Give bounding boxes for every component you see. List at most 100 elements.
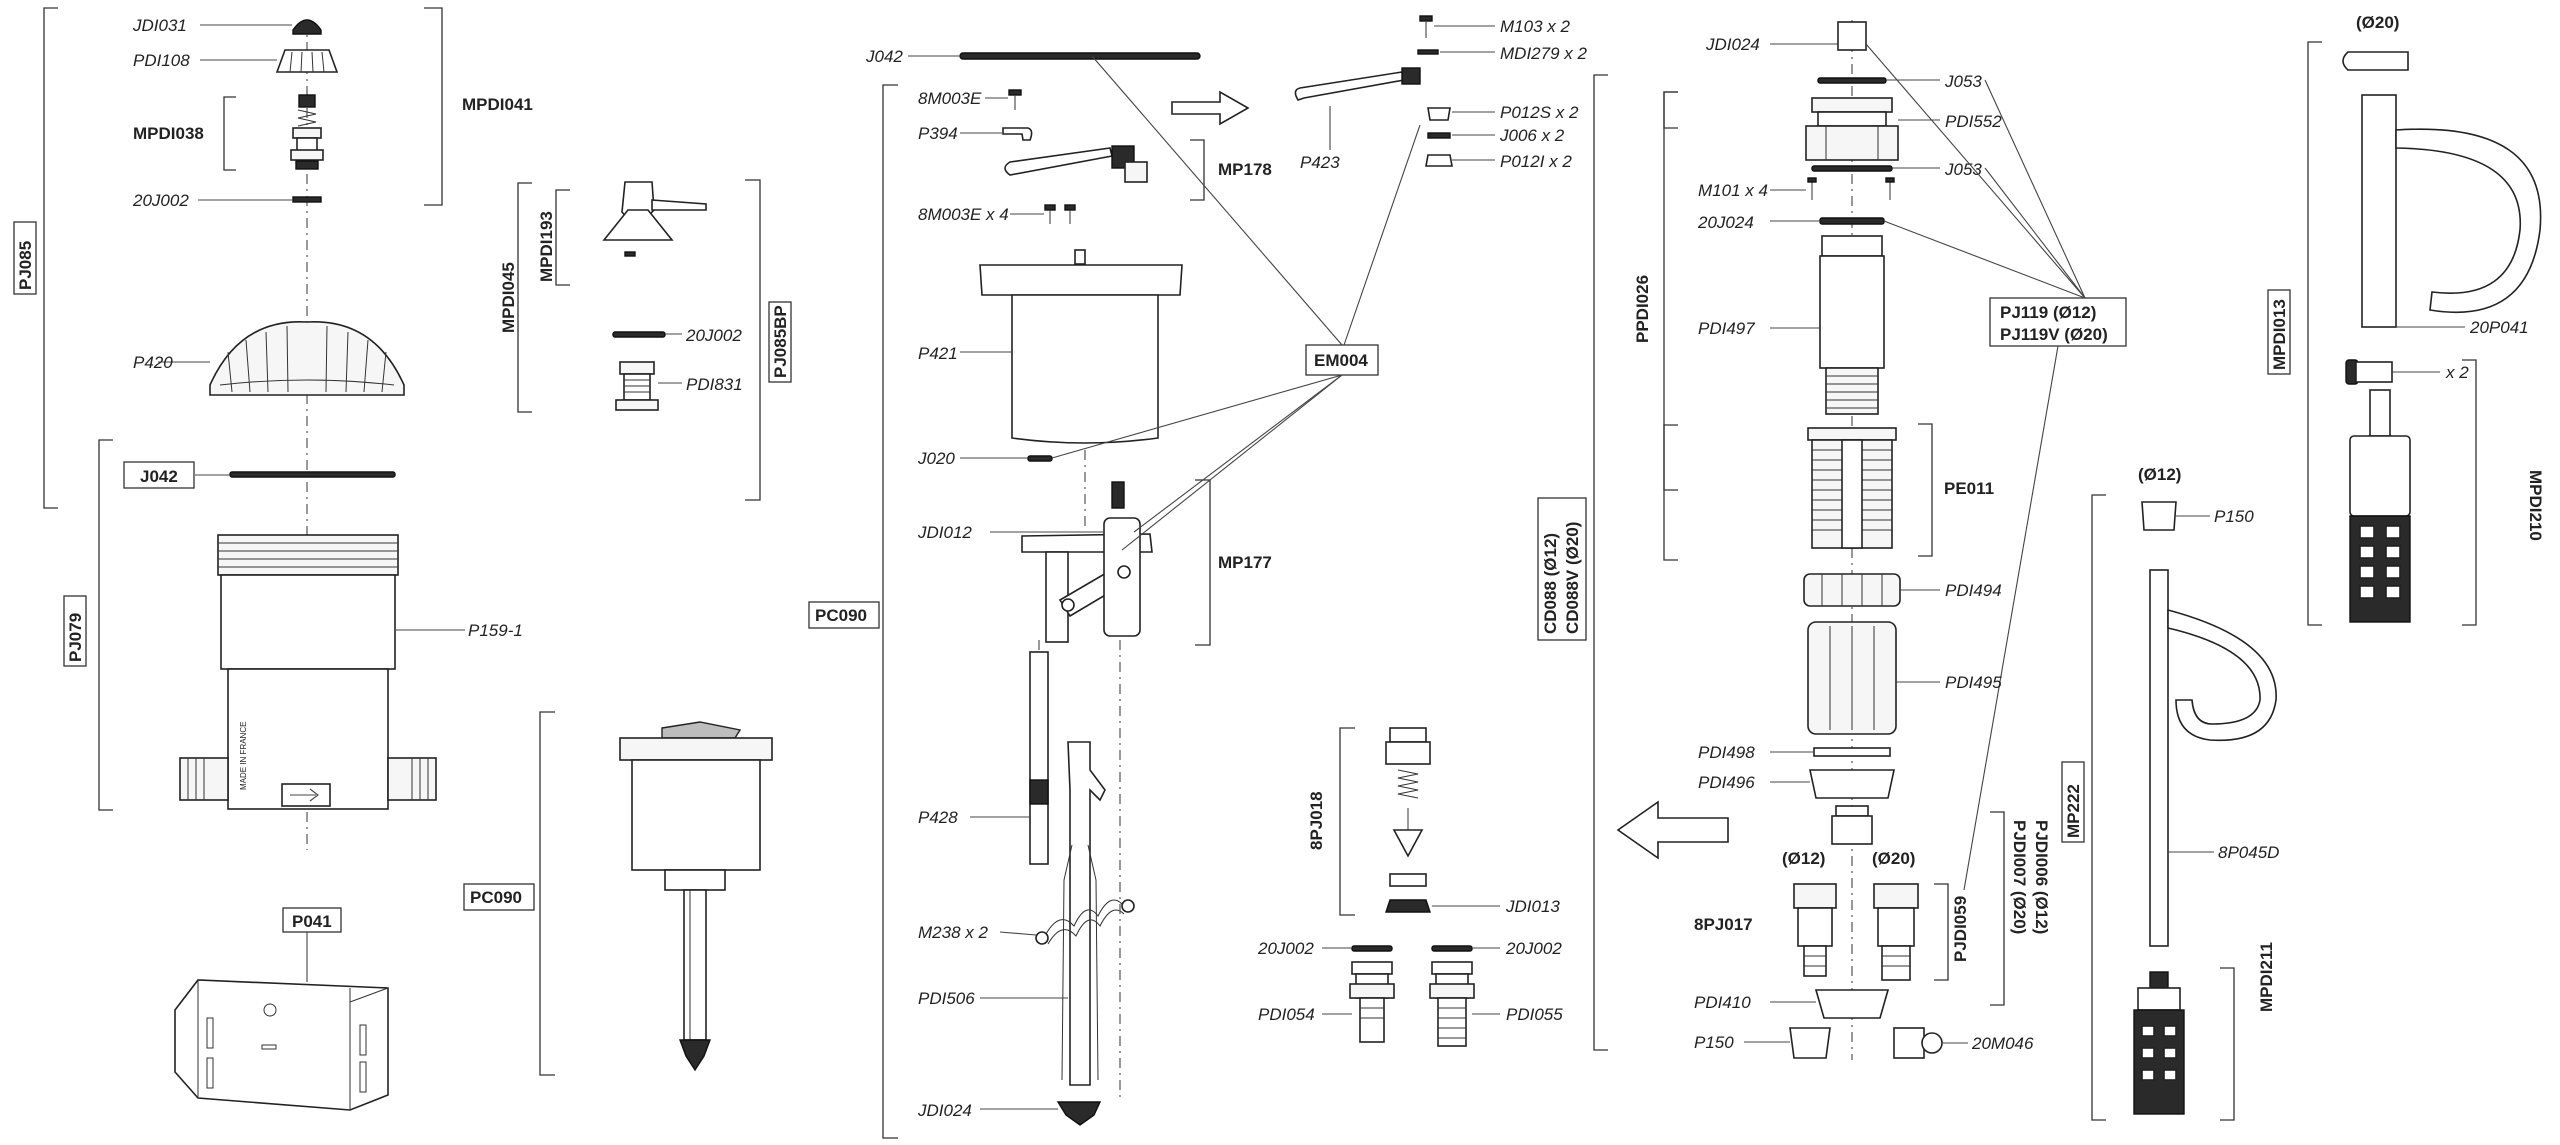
label-jdi012: JDI012 <box>917 523 972 542</box>
pc090-chamber <box>631 759 761 871</box>
label-p420: P420 <box>133 353 173 372</box>
part-jdi024 <box>1837 21 1867 51</box>
label-pdi494: PDI494 <box>1945 581 2002 600</box>
hose-mpdi013 <box>2361 94 2397 328</box>
spring-m238 <box>1045 899 1123 935</box>
connector-pdi054 <box>1359 997 1385 1043</box>
label-8m003e-x4: 8M003E x 4 <box>918 205 1009 224</box>
label-8m003e: 8M003E <box>918 89 982 108</box>
label-j053-b: J053 <box>1944 160 1982 179</box>
label-j020: J020 <box>917 449 955 468</box>
label-pdi108: PDI108 <box>133 51 190 70</box>
label-p428: P428 <box>918 808 958 827</box>
tube-8p045d <box>2149 569 2169 947</box>
label-pjdi059: PJDI059 <box>1951 896 1970 962</box>
label-jdi024-b: JDI024 <box>917 1101 972 1120</box>
pc090-top <box>661 721 742 739</box>
filter-pe011 <box>1807 427 1897 441</box>
bracket-p041 <box>174 979 389 1111</box>
oring-20j002-a <box>292 196 322 203</box>
label-p012i: P012I x 2 <box>1500 152 1572 171</box>
part-jdi013 <box>1385 899 1431 913</box>
oring-20j002-b <box>612 331 666 338</box>
oring-20j002-d <box>1431 945 1473 952</box>
label-pc090-b: PC090 <box>815 606 867 625</box>
dome-p420 <box>209 321 405 396</box>
label-j053-a: J053 <box>1944 72 1982 91</box>
label-20j002-a: 20J002 <box>132 191 189 210</box>
part-p394 <box>1002 127 1033 141</box>
oring-j020 <box>1027 455 1053 462</box>
label-x2: x 2 <box>2445 363 2469 382</box>
label-pdi054: PDI054 <box>1258 1005 1315 1024</box>
label-d12-mid: (Ø12) <box>2138 465 2181 484</box>
label-pdi552: PDI552 <box>1945 112 2002 131</box>
label-p394: P394 <box>918 124 958 143</box>
connector-8pj017 <box>1793 883 1837 909</box>
label-20j002-b: 20J002 <box>685 326 742 345</box>
nut-pdi494 <box>1803 573 1901 607</box>
label-mpdi193: MPDI193 <box>537 211 556 282</box>
label-made-in-france: MADE IN FRANCE <box>239 722 248 790</box>
arrow-left <box>1616 800 1729 860</box>
label-pdi497: PDI497 <box>1698 319 1755 338</box>
label-pdi410: PDI410 <box>1694 993 1751 1012</box>
label-pj085bp: PJ085BP <box>771 305 790 378</box>
label-mpdi013: MPDI013 <box>2270 299 2289 370</box>
nut-pdi552 <box>1805 125 1899 161</box>
label-d12: (Ø12) <box>1782 849 1825 868</box>
pc090-flange <box>619 737 773 761</box>
label-20m046: 20M046 <box>1971 1034 2034 1053</box>
label-em004: EM004 <box>1314 351 1368 370</box>
oring-20j002-c <box>1351 945 1393 952</box>
center-assembly: PC090 J042 8M003E P394 MP178 8M003E x 4 … <box>808 15 1587 1139</box>
label-mpdi038: MPDI038 <box>133 124 204 143</box>
label-d20: (Ø20) <box>1872 849 1915 868</box>
tube-pdi497 <box>1819 255 1885 369</box>
label-cd088: CD088 (Ø12) <box>1541 533 1560 634</box>
label-p150-b: P150 <box>2214 507 2254 526</box>
label-mpdi041: MPDI041 <box>462 95 533 114</box>
part-p012i <box>1425 154 1453 167</box>
label-j042: J042 <box>140 467 178 486</box>
label-d20-top: (Ø20) <box>2356 13 2399 32</box>
label-pj079: PJ079 <box>66 613 85 662</box>
chamber-lid-p421 <box>979 264 1183 296</box>
label-mpdi045: MPDI045 <box>499 262 518 333</box>
washer-pdi498 <box>1813 747 1891 757</box>
label-j042-b: J042 <box>865 47 903 66</box>
label-mp222: MP222 <box>2064 784 2083 838</box>
body-p159-1 <box>220 574 396 670</box>
spring-8pj018 <box>1397 769 1419 799</box>
cap-pdi496 <box>1809 769 1895 799</box>
label-8pj017: 8PJ017 <box>1694 915 1753 934</box>
connector-pdi831 <box>619 361 655 375</box>
lever-mp178 <box>1004 147 1113 176</box>
part-pdi108 <box>275 49 339 73</box>
label-pj085: PJ085 <box>16 241 35 290</box>
label-8pj018: 8PJ018 <box>1307 791 1326 850</box>
tube-coil <box>2167 608 2277 742</box>
valve-top <box>298 94 316 108</box>
label-jdi013: JDI013 <box>1505 897 1560 916</box>
label-pdi498: PDI498 <box>1698 743 1755 762</box>
label-j006: J006 x 2 <box>1499 126 1565 145</box>
label-p159-1: P159-1 <box>468 621 523 640</box>
rod-p428 <box>1029 651 1049 865</box>
nut-p150-b <box>2141 501 2177 531</box>
label-ppdi026: PPDI026 <box>1633 275 1652 343</box>
label-8p045d: 8P045D <box>2218 843 2279 862</box>
label-20j002-c: 20J002 <box>1257 939 1314 958</box>
label-mpdi211: MPDI211 <box>2257 942 2276 1012</box>
label-mp177: MP177 <box>1218 553 1272 572</box>
seal-j042 <box>229 471 396 478</box>
chamber-p421 <box>1011 294 1159 444</box>
connector-pdi055 <box>1437 997 1467 1047</box>
label-20j002-d: 20J002 <box>1505 939 1562 958</box>
label-p041: P041 <box>292 912 332 931</box>
label-pj119v: PJ119V (Ø20) <box>2000 325 2108 344</box>
label-20p041: 20P041 <box>2469 318 2529 337</box>
pj119-box <box>1989 297 2127 347</box>
end-cap-top <box>2342 51 2409 71</box>
